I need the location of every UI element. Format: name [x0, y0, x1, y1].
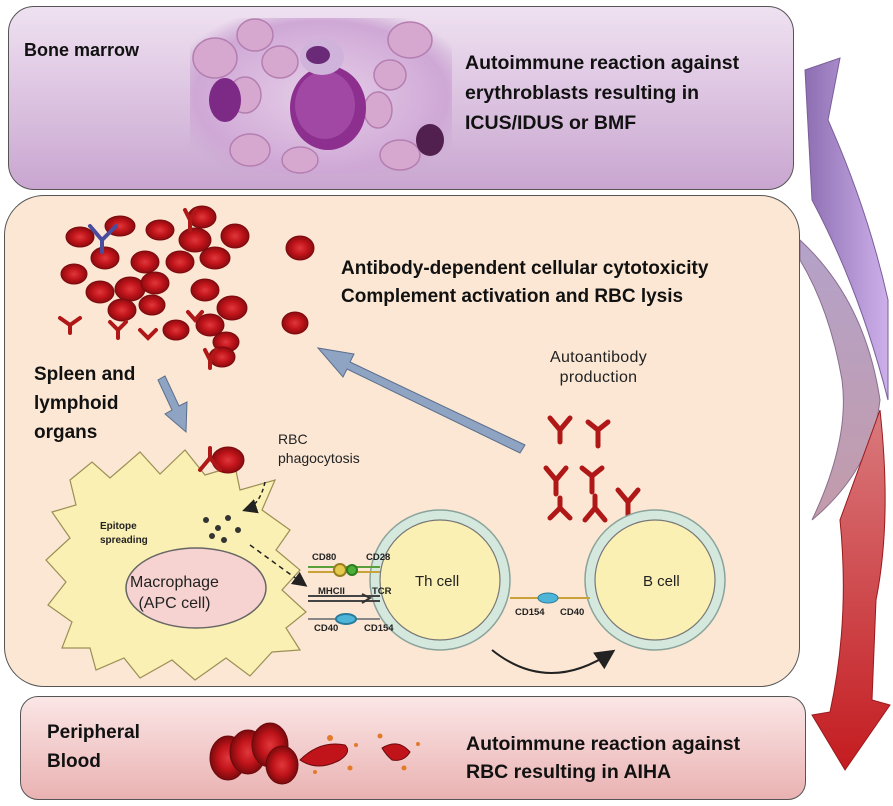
cd40-left-label: CD40 — [314, 623, 339, 634]
peripheral-blood-description: Autoimmune reaction against RBC resultin… — [466, 733, 741, 783]
peripheral-blood-title: Peripheral Blood — [47, 722, 140, 772]
curved-arrow-th-to-b — [491, 649, 616, 674]
th-cell-label: Th cell — [415, 573, 460, 590]
red-blood-cell-cluster — [60, 205, 315, 368]
receptor-interactions — [308, 563, 380, 625]
arrow-autoantibody-to-rbc — [316, 347, 526, 454]
cd80-label: CD80 — [312, 552, 337, 563]
bone-marrow-description: Autoimmune reaction against erythroblast… — [465, 52, 740, 134]
autoantibody-label: Autoantibody production — [550, 349, 648, 386]
peripheral-blood-panel — [20, 696, 806, 800]
epitope-label: Epitope spreading — [100, 521, 148, 546]
macrophage-label: Macrophage (APC cell) — [130, 574, 219, 612]
cd28-label: CD28 — [366, 552, 391, 563]
cd154-right-label: CD154 — [515, 607, 545, 618]
cd40-right-label: CD40 — [560, 607, 585, 618]
phagocytosis-label: RBC phagocytosis — [278, 431, 360, 466]
upper-curved-arrow — [804, 57, 889, 401]
cd154-left-label: CD154 — [364, 623, 394, 634]
arrow-spleen-to-macrophage — [157, 375, 188, 434]
bone-marrow-title: Bone marrow — [24, 40, 140, 60]
rbc-stack — [209, 722, 299, 785]
mhcii-label: MHCII — [318, 586, 345, 597]
b-cell-inner — [594, 519, 716, 641]
dashed-arrow-phagocytosis — [242, 481, 266, 514]
tcr-label: TCR — [372, 586, 392, 597]
middle-curved-arrow — [799, 238, 881, 521]
epitope-stars — [203, 515, 241, 543]
macrophage-nucleus — [125, 547, 267, 629]
b-cell-label: B cell — [643, 573, 680, 590]
antibody-blue — [88, 224, 118, 254]
lysed-rbc-2 — [377, 733, 420, 771]
effects-line-1: Antibody-dependent cellular cytotoxicity — [341, 258, 709, 279]
antibody-group-cluster — [58, 208, 218, 370]
effects-line-2: Complement activation and RBC lysis — [341, 286, 684, 307]
dashed-arrow-presentation — [249, 544, 308, 587]
lower-curved-arrow — [811, 409, 891, 771]
autoantibody-group — [543, 415, 641, 523]
spleen-title: Spleen and lymphoid organs — [34, 364, 136, 443]
lysed-rbc-1 — [299, 735, 358, 774]
th-cell-inner — [379, 519, 501, 641]
receptor-th-b — [510, 592, 590, 604]
